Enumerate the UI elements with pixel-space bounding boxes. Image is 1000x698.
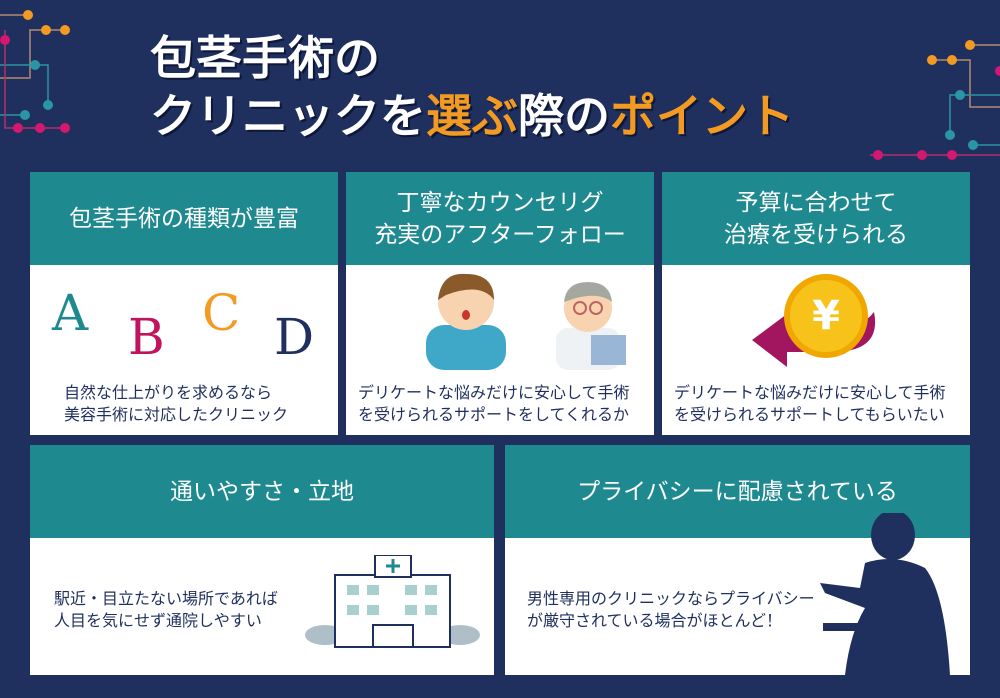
- title-part: 際の: [518, 89, 610, 143]
- card-description: デリケートな悩みだけに安心して手術を受けられるサポートしてもらいたい: [674, 382, 946, 426]
- desc-line: が厳守されている場合がほとんど！: [527, 611, 783, 630]
- card-description: 駅近・目立たない場所であれば人目を気にせず通院しやすい: [54, 588, 278, 632]
- title-accent: 選ぶ: [426, 89, 518, 143]
- desc-line: デリケートな悩みだけに安心して手術: [358, 383, 630, 402]
- card-heading: 包茎手術の種類が豊富: [30, 172, 338, 265]
- card-description: 自然な仕上がりを求めるなら美容手術に対応したクリニック: [64, 382, 288, 426]
- patient-doctor-illustration: [426, 273, 626, 370]
- coin-symbol: ¥: [812, 293, 840, 339]
- card-heading: 丁寧なカウンセリグ充実のアフターフォロー: [346, 172, 654, 265]
- desc-line: 男性専用のクリニックならプライバシー: [527, 589, 815, 608]
- card-counseling: 丁寧なカウンセリグ充実のアフターフォロー デリケートな悩みだけに安心して手術を受…: [346, 172, 654, 435]
- letter-d: D: [274, 308, 315, 366]
- card-description: 男性専用のクリニックならプライバシーが厳守されている場合がほとんど！: [527, 588, 815, 632]
- title-accent: ポイント: [610, 89, 794, 143]
- title-line-2: クリニックを選ぶ際のポイント: [150, 86, 794, 146]
- heading-text: 包茎手術の種類が豊富: [69, 205, 299, 232]
- desc-line: デリケートな悩みだけに安心して手術: [674, 383, 946, 402]
- card-budget: 予算に合わせて治療を受けられる ¥ デリケートな悩みだけに安心して手術を受けられ…: [662, 172, 970, 435]
- letter-b: B: [128, 308, 165, 366]
- heading-text: 通いやすさ・立地: [170, 478, 354, 505]
- desc-line: 美容手術に対応したクリニック: [64, 405, 289, 424]
- card-description: デリケートな悩みだけに安心して手術を受けられるサポートをしてくれるか: [358, 382, 630, 426]
- desc-line: を受けられるサポートしてもらいたい: [674, 405, 945, 424]
- title-line-1: 包茎手術の: [150, 31, 380, 85]
- card-variety: 包茎手術の種類が豊富 A B C D 自然な仕上がりを求めるなら美容手術に対応し…: [30, 172, 338, 435]
- card-location: 通いやすさ・立地 駅近・目立たない場所であれば人目を気にせず通院しやすい: [30, 445, 494, 675]
- desc-line: を受けられるサポートをしてくれるか: [358, 405, 630, 424]
- card-heading: 通いやすさ・立地: [30, 445, 494, 538]
- heading-text: 丁寧なカウンセリグ: [396, 189, 604, 216]
- heading-text: 予算に合わせて: [735, 189, 897, 216]
- card-heading: 予算に合わせて治療を受けられる: [662, 172, 970, 265]
- hospital-building-icon: [305, 555, 480, 648]
- letter-a: A: [52, 284, 89, 342]
- heading-text: プライバシーに配慮されている: [577, 478, 898, 505]
- desc-line: 自然な仕上がりを求めるなら: [64, 383, 273, 402]
- letter-c: C: [202, 284, 241, 342]
- yen-coin-icon: ¥: [784, 274, 868, 358]
- card-privacy: プライバシーに配慮されている 男性専用のクリニックならプライバシーが厳守されてい…: [505, 445, 970, 675]
- page-title: 包茎手術の クリニックを選ぶ際のポイント: [150, 30, 794, 146]
- heading-text: 充実のアフターフォロー: [374, 221, 626, 248]
- circuit-decoration-right: [870, 40, 1000, 160]
- man-silhouette-icon: [820, 513, 950, 675]
- title-part: クリニックを: [150, 89, 426, 143]
- desc-line: 人目を気にせず通院しやすい: [54, 611, 262, 630]
- circuit-decoration-left: [0, 10, 70, 133]
- heading-text: 治療を受けられる: [724, 221, 908, 248]
- desc-line: 駅近・目立たない場所であれば: [54, 589, 278, 608]
